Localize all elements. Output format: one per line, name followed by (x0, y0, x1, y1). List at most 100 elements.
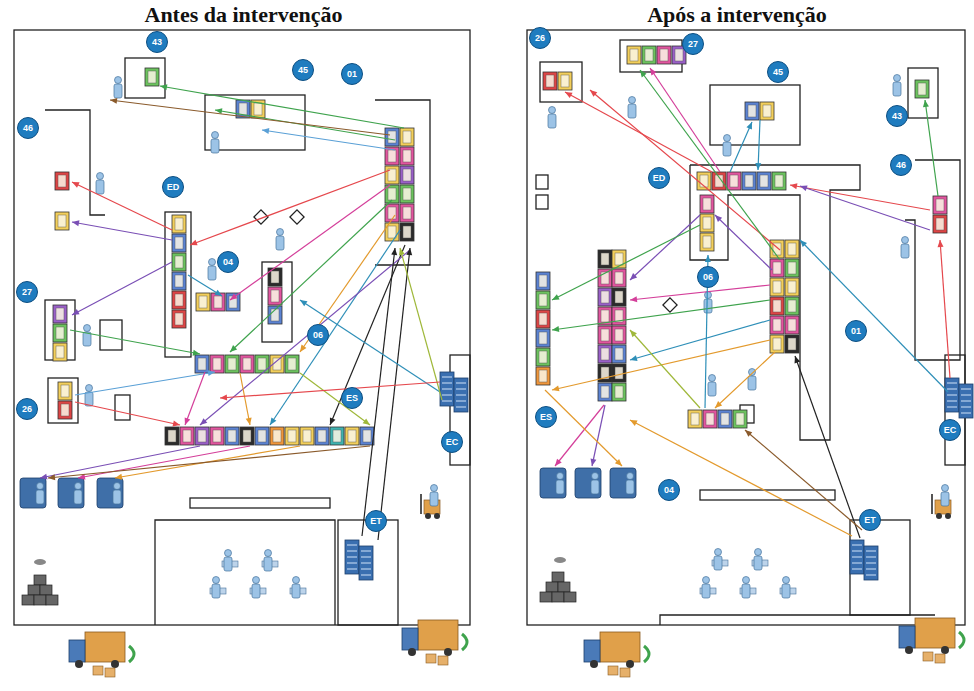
box-pile (40, 585, 52, 595)
rack-cell (536, 272, 550, 290)
person-icon (548, 114, 556, 128)
callout-number: 26 (535, 34, 545, 43)
rack-cell (403, 226, 411, 238)
callout-number: 43 (892, 112, 902, 121)
person-icon (902, 237, 909, 244)
rack-cell (645, 49, 653, 61)
rack-cell (175, 313, 183, 325)
server-rack (947, 401, 957, 402)
callout-number: 46 (896, 161, 906, 170)
flow-arrow (745, 430, 752, 437)
rack-cell (226, 293, 240, 311)
callout-number: EC (446, 438, 459, 447)
flow-arrow (378, 248, 410, 540)
person-icon (628, 104, 636, 118)
person-icon (114, 84, 122, 98)
rack-cell (210, 427, 224, 445)
person-icon (557, 473, 564, 480)
flow-arrow (208, 370, 215, 376)
person-icon (84, 325, 91, 332)
workstation (575, 468, 601, 498)
rack-cell (213, 358, 221, 370)
server-rack (852, 569, 862, 570)
rack-cell (271, 271, 279, 283)
rack-cell (546, 75, 554, 87)
server-rack (361, 563, 371, 564)
rack-cell (53, 305, 67, 323)
truck (111, 660, 119, 668)
flow-arrow (110, 98, 117, 104)
rack-cell (239, 103, 247, 115)
flow-arrow (300, 345, 306, 352)
server-rack (440, 372, 454, 406)
callout-circle: ES (341, 387, 363, 409)
rack-cell (601, 329, 609, 341)
server-rack (347, 563, 357, 564)
truck (644, 646, 649, 662)
rack-cell (55, 212, 69, 230)
callout-circle: ED (162, 176, 184, 198)
truck (941, 646, 949, 654)
rack-cell (400, 204, 414, 222)
flow-arrow (800, 240, 807, 247)
rack-cell (721, 413, 729, 425)
rack-cell (612, 383, 626, 401)
person-icon (212, 584, 220, 598)
flow-arrow (200, 418, 207, 425)
flow-arrow (938, 240, 944, 247)
rack-cell (918, 83, 926, 95)
rack-cell (243, 430, 251, 442)
person-icon (264, 557, 272, 571)
flow-arrow (185, 417, 191, 425)
flow-arrow (300, 300, 307, 306)
rack-cell (736, 413, 744, 425)
rack-cell (712, 172, 726, 190)
rack-cell (255, 427, 269, 445)
rack-cell (700, 233, 714, 251)
rack-cell (270, 427, 284, 445)
rack-cell (271, 309, 279, 321)
rack-cell (271, 290, 279, 302)
person-icon (211, 139, 219, 153)
server-rack (947, 383, 957, 384)
rack-cell (315, 427, 329, 445)
flow-arrow (270, 230, 400, 425)
callout-circle: 06 (307, 324, 329, 346)
rack-cell (172, 291, 186, 309)
workstation (540, 468, 566, 498)
person-icon (252, 584, 260, 598)
flow-arrow (630, 420, 638, 426)
workstation (610, 468, 636, 498)
person-icon (754, 556, 762, 570)
person-icon (74, 490, 82, 504)
rack-cell (172, 215, 186, 233)
flow-arrow (746, 122, 752, 130)
rack-cell (615, 329, 623, 341)
rack-cell (400, 128, 414, 146)
rack-cell (788, 338, 796, 350)
rack-cell (400, 166, 414, 184)
rack-cell (627, 46, 641, 64)
flow-arrow (715, 215, 722, 222)
flow-arrow (590, 90, 780, 250)
rack-cell (360, 427, 374, 445)
person-icon (629, 97, 636, 104)
callout-circle: 27 (16, 281, 38, 303)
box-pile (34, 595, 46, 605)
rack-cell (601, 253, 609, 265)
rack-cell (175, 275, 183, 287)
rack-cell (657, 46, 671, 64)
person-icon (714, 556, 722, 570)
callout-number: 01 (851, 327, 861, 336)
box-pile (564, 592, 576, 602)
rack-cell (612, 326, 626, 344)
person-icon (591, 480, 599, 494)
flow-arrow (745, 430, 862, 530)
rack-cell (706, 413, 714, 425)
callout-number: ED (653, 174, 666, 183)
person-icon (893, 82, 901, 96)
flow-arrow (640, 70, 780, 260)
flow-arrow (188, 275, 222, 296)
server-rack (361, 569, 371, 570)
truck (590, 660, 598, 668)
